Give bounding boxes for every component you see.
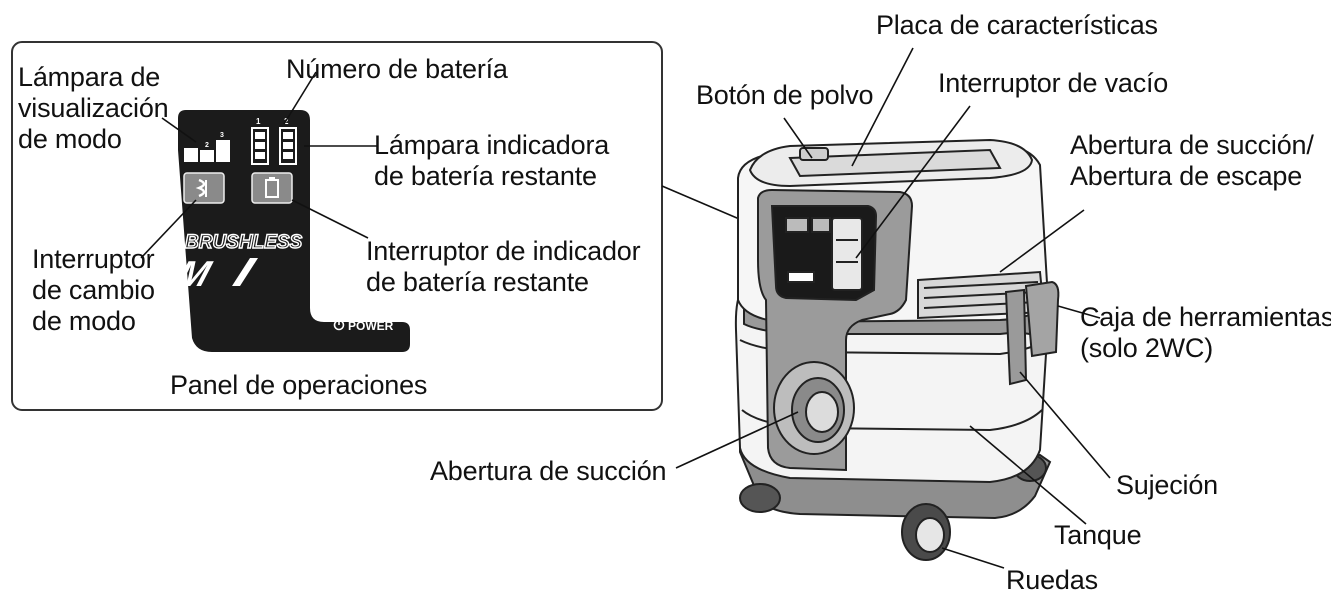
suction-port-label: Abertura de succión: [430, 456, 667, 486]
mode-lamp-icons: 2 3: [184, 132, 230, 162]
vacuum-switch-paddle: [831, 217, 863, 291]
clamp-latch: [1004, 288, 1028, 386]
suction-exhaust-label: Abertura de succión/ Abertura de escape: [1070, 130, 1314, 191]
svg-text:1: 1: [256, 117, 261, 126]
dust-button: [799, 147, 829, 161]
wheels-label: Ruedas: [1006, 565, 1098, 595]
machine-leader-lines: [675, 47, 1111, 569]
toolbox: [1024, 280, 1060, 358]
tank-label: Tanque: [1054, 520, 1142, 550]
mode-lamp-label: Lámpara de visualización de modo: [18, 62, 169, 154]
remaining-switch-button: [251, 172, 293, 204]
remaining-switch-label: Interruptor de indicador de batería rest…: [366, 236, 641, 297]
mode-switch-button: [183, 172, 225, 204]
toolbox-label: Caja de herramientas (solo 2WC): [1080, 302, 1331, 363]
svg-text:3: 3: [220, 132, 224, 139]
battery-number-label: Número de batería: [286, 54, 508, 84]
power-label: POWER: [348, 319, 394, 333]
clamp-label: Sujeción: [1116, 470, 1218, 500]
brushless-logo: BRUSHLESS: [185, 232, 303, 253]
battery-remaining-lamps: 1 2: [251, 117, 297, 165]
multivolt-logo-slash: [232, 258, 258, 286]
panel-caption: Panel de operaciones: [170, 370, 428, 400]
inset-frame: [11, 41, 663, 411]
svg-text:2: 2: [284, 117, 289, 126]
remaining-lamp-label: Lámpara indicadora de batería restante: [374, 130, 610, 191]
nameplate-label: Placa de características: [876, 10, 1158, 40]
svg-text:2: 2: [205, 142, 209, 149]
dust-button-label: Botón de polvo: [696, 80, 874, 110]
vacuum-switch-label: Interruptor de vacío: [938, 68, 1169, 98]
rear-wheel-left: [739, 483, 781, 513]
control-panel-face: [178, 110, 410, 352]
mode-switch-label: Interruptor de cambio de modo: [32, 244, 155, 336]
